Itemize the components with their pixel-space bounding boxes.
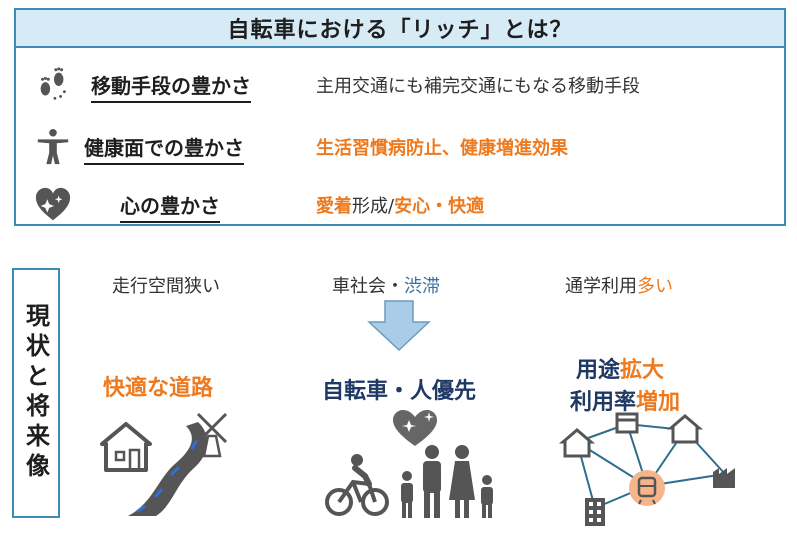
current-state-school: 通学利用多い	[565, 276, 673, 297]
box-title: 自転車における「リッチ」とは？	[16, 10, 784, 48]
richness-desc: 生活習慣病防止、健康増進効果	[316, 138, 568, 159]
exercise-person-icon	[37, 128, 69, 165]
city-network-icon	[558, 412, 735, 526]
future-comfortable-road: 快適な道路	[103, 376, 214, 401]
cyclist-family-heart-icon	[325, 410, 493, 518]
richness-label: 移動手段の豊かさ	[91, 70, 251, 103]
richness-label: 健康面での豊かさ	[84, 132, 244, 165]
side-label-box: 現状と将来像	[12, 268, 60, 518]
current-state-road: 走行空間狭い	[112, 276, 220, 297]
richness-row-heart: 心の豊かさ 愛着形成/安心・快適	[16, 182, 784, 232]
future-bike-priority: 自転車・人優先	[322, 379, 477, 404]
richness-row-mobility: 移動手段の豊かさ 主用交通にも補完交通にもなる移動手段	[16, 62, 784, 112]
richness-desc: 主用交通にも補完交通にもなる移動手段	[316, 76, 640, 97]
current-state-traffic: 車社会・渋滞	[332, 276, 440, 297]
future-usage-increase: 利用率増加	[570, 390, 681, 415]
richness-row-health: 健康面での豊かさ 生活習慣病防止、健康増進効果	[16, 124, 784, 174]
future-usage-expand: 用途拡大	[576, 358, 665, 383]
richness-box: 自転車における「リッチ」とは？ 移動手段の豊かさ 主用交通にも補完交通にもなる移…	[14, 8, 786, 226]
house-road-windmill-icon	[100, 412, 228, 516]
heart-sparkle-icon	[35, 187, 71, 221]
down-arrow-icon	[367, 300, 431, 352]
richness-desc: 愛着形成/安心・快適	[316, 196, 485, 217]
footprints-icon	[40, 67, 66, 100]
richness-label: 心の豊かさ	[120, 190, 220, 223]
side-label: 現状と将来像	[21, 303, 50, 483]
